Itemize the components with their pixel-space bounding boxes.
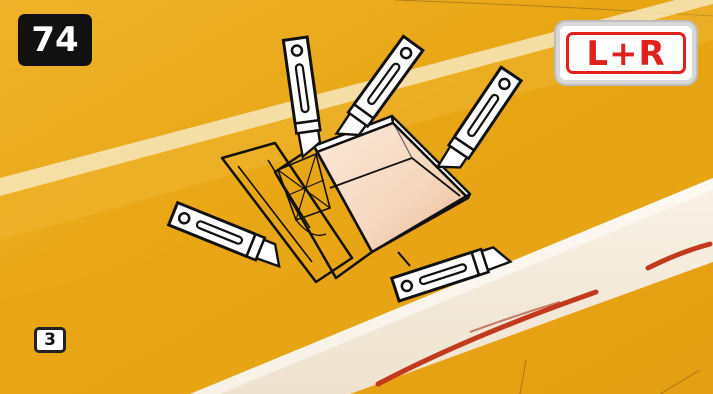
sub-step-badge: 3 bbox=[34, 327, 66, 353]
side-label-text: L+R bbox=[566, 32, 686, 74]
step-number-badge: 74 bbox=[18, 14, 92, 66]
side-label-badge: L+R bbox=[556, 22, 696, 84]
